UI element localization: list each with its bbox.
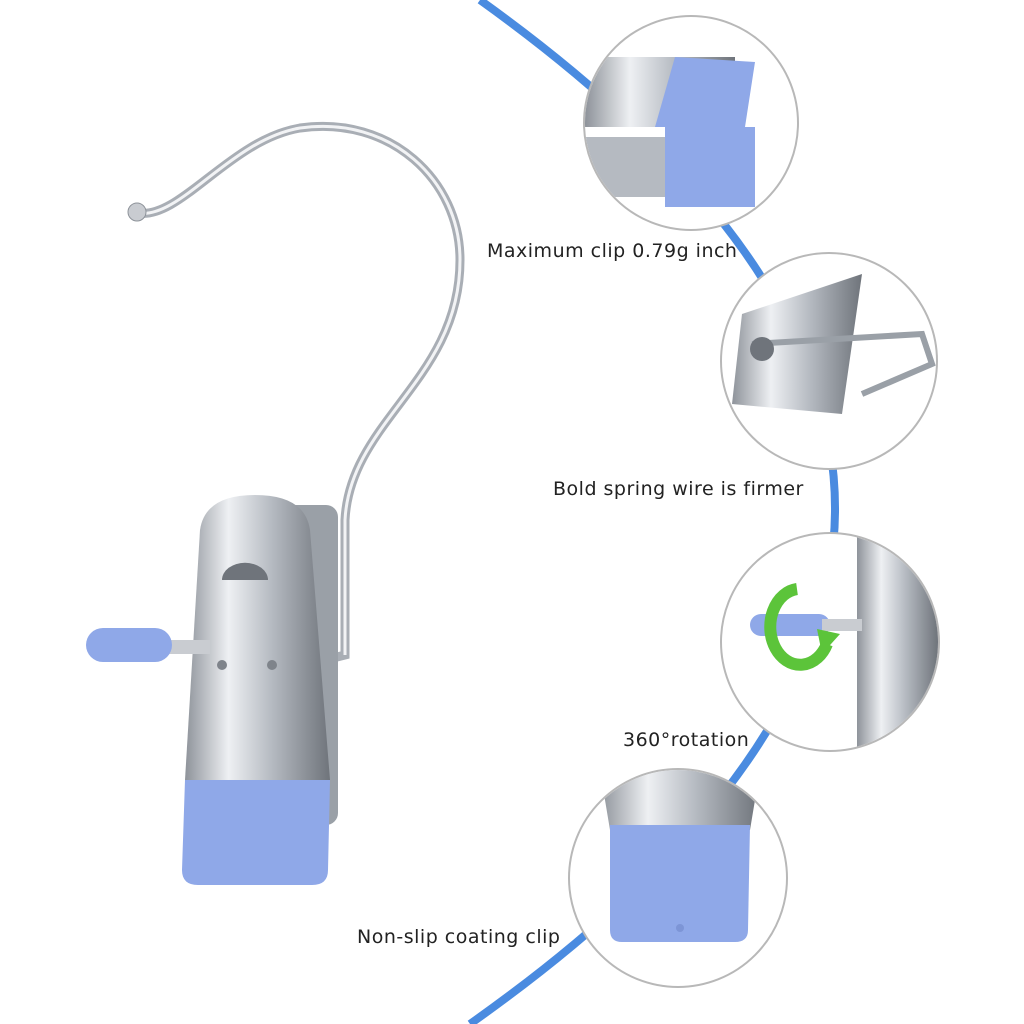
clip-body — [86, 495, 338, 885]
feature-circle-coating — [568, 768, 788, 988]
feature-circle-rotation — [720, 532, 940, 752]
feature-circle-clip-tip — [583, 15, 799, 231]
feature-label: Non-slip coating clip — [357, 926, 561, 948]
feature-label: 360°rotation — [623, 729, 750, 751]
rotation-arrow-icon — [764, 583, 833, 671]
feature-label: Bold spring wire is firmer — [553, 478, 804, 500]
feature-label: Maximum clip 0.79g inch — [487, 240, 738, 262]
hook-wire — [127, 122, 465, 665]
feature-circle-spring — [720, 252, 938, 470]
